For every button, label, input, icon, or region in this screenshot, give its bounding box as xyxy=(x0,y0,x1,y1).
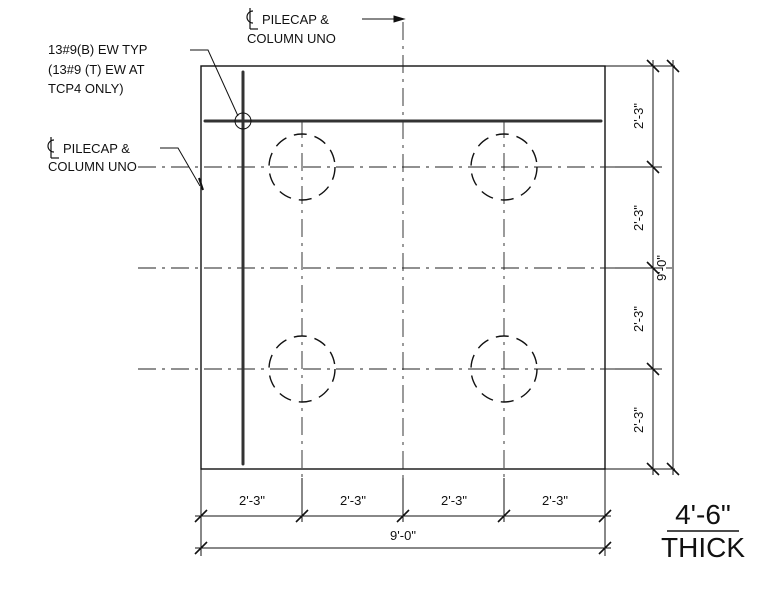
bottom-dimension-lines xyxy=(194,469,612,556)
right-dim-2: 2'-3" xyxy=(631,205,646,231)
pile-bottom-right xyxy=(470,335,538,403)
left-note-line2: COLUMN UNO xyxy=(48,159,137,174)
bottom-dim-3: 2'-3" xyxy=(441,493,467,508)
left-note-leader xyxy=(160,147,201,187)
piles xyxy=(268,133,538,403)
right-dimension-lines xyxy=(605,59,680,476)
thickness-value: 4'-6" xyxy=(675,499,731,530)
centerline-symbol-icon xyxy=(47,137,59,159)
rebar-note-leader xyxy=(190,49,239,117)
center-lines xyxy=(138,22,672,478)
bottom-dim-4: 2'-3" xyxy=(542,493,568,508)
left-note-line1: PILECAP & xyxy=(63,141,130,156)
bottom-dim-2: 2'-3" xyxy=(340,493,366,508)
rebar-callout-circle xyxy=(234,112,252,130)
pile-bottom-left xyxy=(268,335,336,403)
pile-top-left xyxy=(268,133,336,201)
right-dim-3: 2'-3" xyxy=(631,306,646,332)
top-note-line2: COLUMN UNO xyxy=(247,31,336,46)
rebar-note-line3: TCP4 ONLY) xyxy=(48,81,124,96)
rebar-note-line2: (13#9 (T) EW AT xyxy=(48,62,145,77)
rebar xyxy=(203,70,603,466)
right-dim-overall: 9'-0" xyxy=(654,255,669,281)
pile-top-right xyxy=(470,133,538,201)
bottom-dim-overall: 9'-0" xyxy=(390,528,416,543)
right-dim-4: 2'-3" xyxy=(631,407,646,433)
rebar-note-line1: 13#9(B) EW TYP xyxy=(48,42,147,57)
top-note-line1: PILECAP & xyxy=(262,12,329,27)
bottom-dim-1: 2'-3" xyxy=(239,493,265,508)
centerline-symbol-icon xyxy=(246,8,258,30)
right-dim-1: 2'-3" xyxy=(631,103,646,129)
thickness-label: THICK xyxy=(661,532,745,563)
top-note-leader xyxy=(362,15,406,23)
